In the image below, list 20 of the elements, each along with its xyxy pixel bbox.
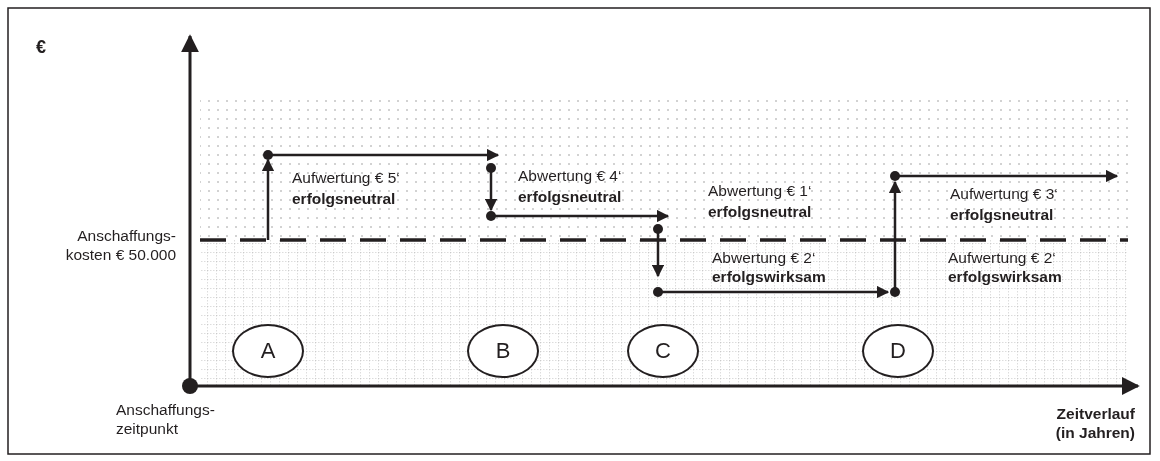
effect-label: erfolgswirksam xyxy=(712,267,826,286)
stage-letter: C xyxy=(655,338,671,364)
effect-label: erfolgsneutral xyxy=(518,187,622,206)
stage-letter: D xyxy=(890,338,906,364)
change-label: Abwertung € 4‘ xyxy=(518,166,622,185)
axis-label: Zeitverlauf (in Jahren) xyxy=(1054,404,1135,442)
change-label: Aufwertung € 3‘ xyxy=(950,184,1058,203)
change-label: Abwertung € 1‘ xyxy=(708,181,812,200)
stage-letter: B xyxy=(495,338,511,364)
effect-label: erfolgsneutral xyxy=(292,189,396,208)
axis-label: Anschaffungs- zeitpunkt xyxy=(116,400,216,438)
change-label: Abwertung € 2‘ xyxy=(712,248,816,267)
effect-label: erfolgsneutral xyxy=(708,202,812,221)
effect-label: erfolgswirksam xyxy=(948,267,1062,286)
effect-label: erfolgsneutral xyxy=(950,205,1054,224)
axis-label: Anschaffungs- kosten € 50.000 xyxy=(64,226,176,264)
change-label: Aufwertung € 2‘ xyxy=(948,248,1056,267)
stage-letter: A xyxy=(260,338,276,364)
axis-label: € xyxy=(36,38,46,57)
change-label: Aufwertung € 5‘ xyxy=(292,168,400,187)
